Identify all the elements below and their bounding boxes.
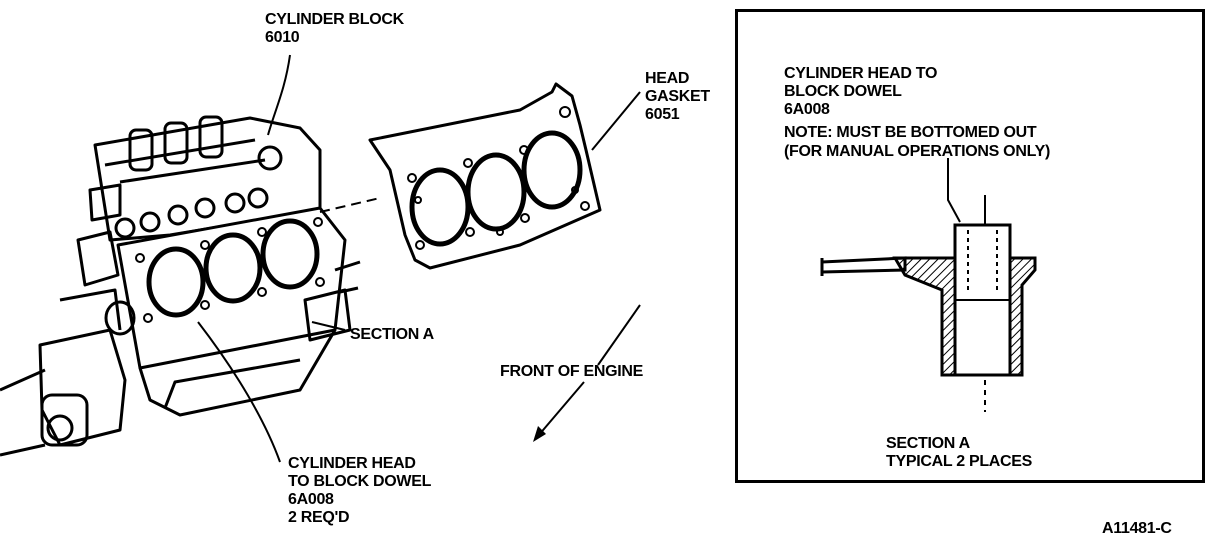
dowel-callout-line1: CYLINDER HEAD bbox=[288, 455, 416, 472]
inset-note-line2: (FOR MANUAL OPERATIONS ONLY) bbox=[784, 143, 1050, 160]
section-a-inset bbox=[735, 9, 1205, 483]
head-gasket-label-line1: HEAD bbox=[645, 70, 690, 87]
inset-callout-line3: 6A008 bbox=[784, 101, 830, 118]
figure-id: A11481-C bbox=[1102, 520, 1172, 537]
inset-note-line1: NOTE: MUST BE BOTTOMED OUT bbox=[784, 124, 1037, 141]
cylinder-block-label-line1: CYLINDER BLOCK bbox=[265, 11, 404, 28]
head-gasket-drawing bbox=[368, 82, 602, 270]
head-gasket-label-line2: GASKET bbox=[645, 88, 710, 105]
cylinder-block-drawing bbox=[0, 115, 361, 457]
dowel-callout-line2: TO BLOCK DOWEL bbox=[288, 473, 432, 490]
head-gasket-label-line3: 6051 bbox=[645, 106, 680, 123]
cylinder-block-label-line2: 6010 bbox=[265, 29, 300, 46]
dowel-callout-line3: 6A008 bbox=[288, 491, 334, 508]
dowel-callout-line4: 2 REQ'D bbox=[288, 509, 350, 526]
front-of-engine-label: FRONT OF ENGINE bbox=[500, 363, 644, 380]
inset-caption-line2: TYPICAL 2 PLACES bbox=[886, 453, 1033, 470]
dowel-section-drawing bbox=[820, 158, 1037, 412]
inset-caption-line1: SECTION A bbox=[886, 435, 970, 452]
inset-callout-line1: CYLINDER HEAD TO bbox=[784, 65, 938, 82]
section-a-label: SECTION A bbox=[350, 326, 434, 343]
inset-callout-line2: BLOCK DOWEL bbox=[784, 83, 902, 100]
